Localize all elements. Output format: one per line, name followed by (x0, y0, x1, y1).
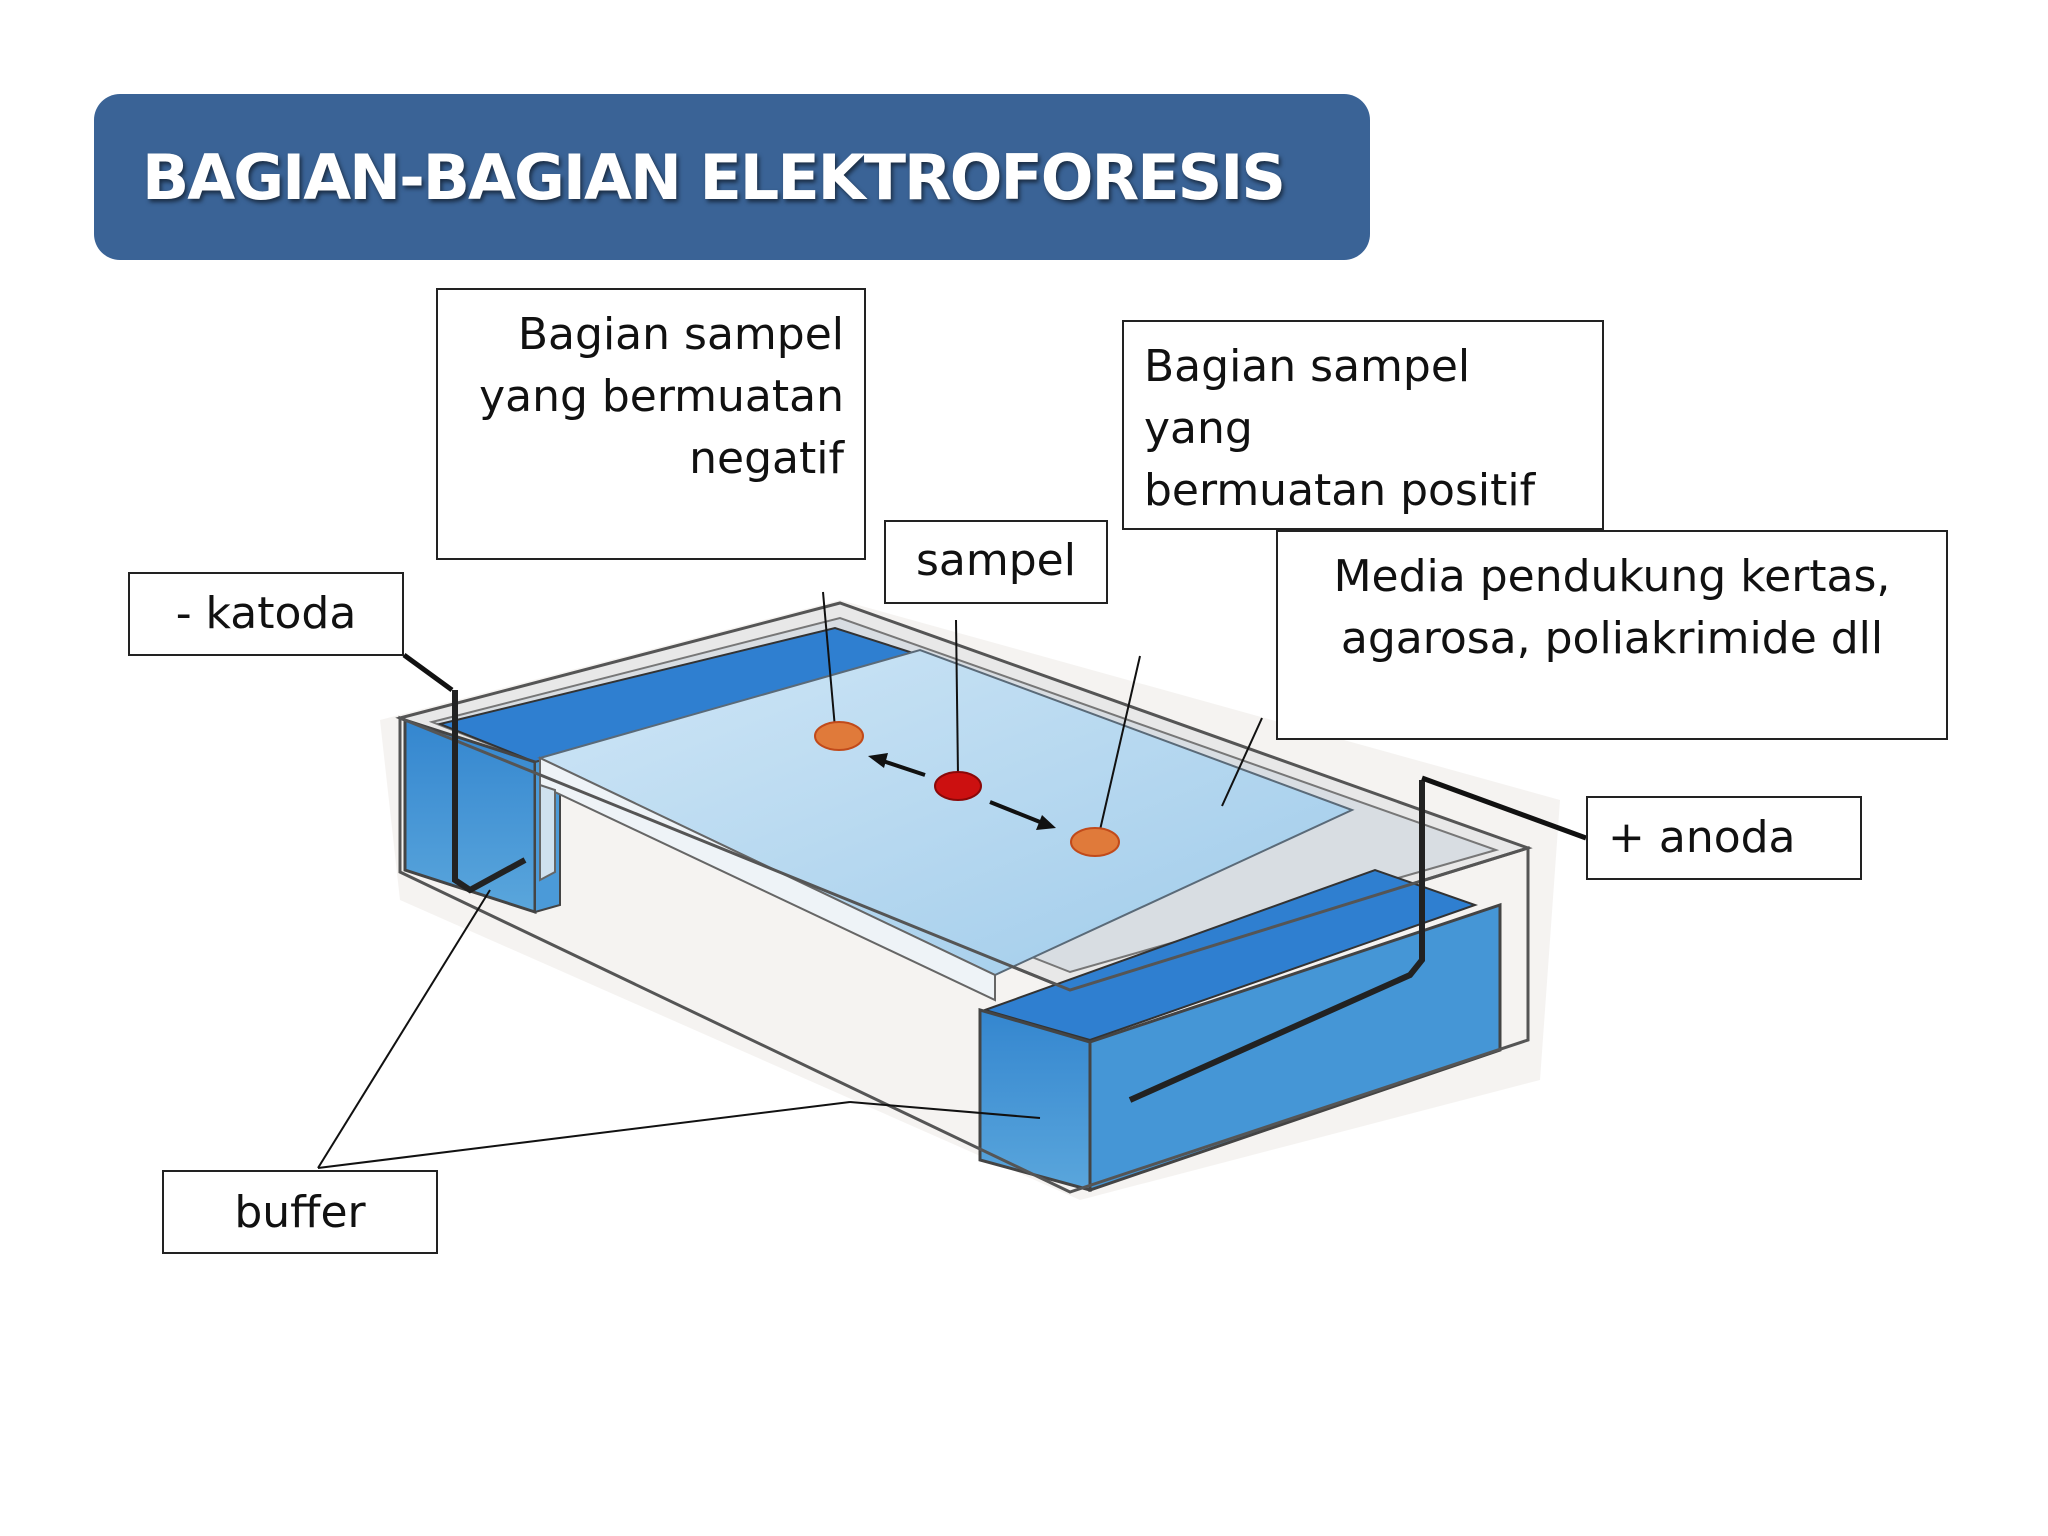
leader-buffer-left (317, 889, 491, 1169)
label-anode: + anoda (1586, 796, 1862, 880)
leader-katoda (402, 652, 454, 693)
page-title: BAGIAN-BAGIAN ELEKTROFORESIS (142, 140, 1286, 214)
label-sample: sampel (884, 520, 1108, 604)
leader-negatif (822, 591, 836, 729)
right-buffer-surface (981, 868, 1479, 1042)
cathode-wire (452, 690, 527, 894)
arrow-to-negative (879, 758, 926, 777)
title-banner: BAGIAN-BAGIAN ELEKTROFORESIS (94, 94, 1370, 260)
label-positive-sample: Bagian sampel yang bermuatan positif (1122, 320, 1604, 530)
leader-positif (1099, 655, 1141, 831)
leader-anoda (1421, 775, 1587, 841)
leader-sampel (955, 619, 959, 776)
right-buffer-tank (978, 1008, 1092, 1192)
label-support-media: Media pendukung kertas, agarosa, poliakr… (1276, 530, 1948, 740)
leader-media (1221, 717, 1263, 807)
anode-wire (1128, 780, 1425, 1103)
tray-front-wall (398, 715, 1530, 1194)
negative-band (814, 721, 864, 751)
label-cathode: - katoda (128, 572, 404, 656)
sample-spot (934, 771, 982, 801)
label-negative-sample: Bagian sampel yang bermuatan negatif (436, 288, 866, 560)
label-buffer: buffer (162, 1170, 438, 1254)
leader-buffer-right (317, 1101, 851, 1169)
positive-band (1070, 827, 1120, 857)
arrow-to-positive (989, 800, 1041, 824)
